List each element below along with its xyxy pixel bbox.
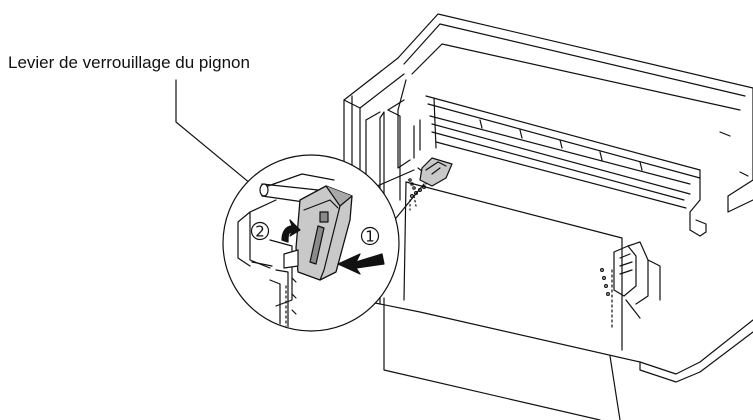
right-tractor: [613, 241, 661, 319]
step-marker-2: 2: [250, 221, 270, 241]
left-tractor: [408, 157, 453, 190]
push-arrow: [337, 253, 385, 275]
svg-text:2: 2: [255, 223, 265, 241]
lift-arrow: [281, 219, 301, 243]
step-marker-1: 1: [360, 226, 380, 246]
paper-sheet: [383, 181, 623, 420]
platen-roller: [413, 95, 707, 237]
zoomed-sprocket-unit: [237, 173, 353, 330]
callout-leader-line: [175, 79, 269, 199]
svg-text:1: 1: [365, 228, 375, 246]
callout-label: Levier de verrouillage du pignon: [8, 53, 250, 72]
